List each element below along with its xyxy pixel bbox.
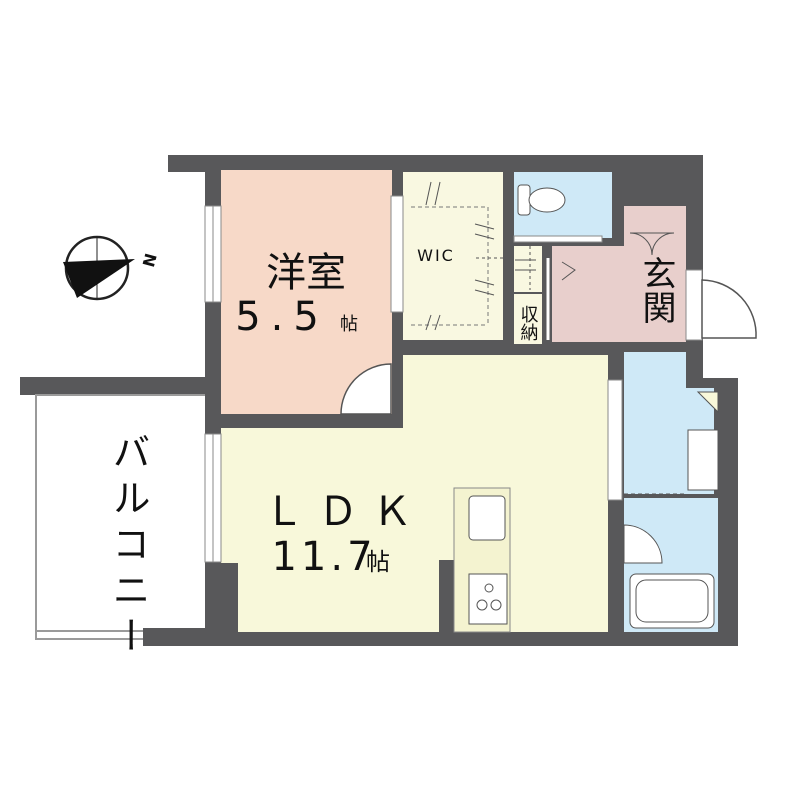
north-arrow-icon: N <box>63 235 161 301</box>
storage-label: 収納 <box>518 305 539 341</box>
storage-closet: 収納 <box>514 246 542 344</box>
bathroom-area <box>623 352 719 632</box>
ldk-unit: 帖 <box>366 548 390 576</box>
balcony <box>20 377 220 640</box>
compass-north-label: N <box>139 251 161 269</box>
ldk-name: ＬＤＫ <box>264 489 426 535</box>
ldk-room: ＬＤＫ 11.7 帖 <box>204 355 623 636</box>
western-room-name: 洋室 <box>266 250 346 296</box>
western-room: 洋室 5.5 帖 <box>204 170 392 415</box>
walk-in-closet: WIC <box>390 172 503 340</box>
entrance-hall: 玄関 <box>546 206 757 342</box>
entrance-label: 玄関 <box>636 256 676 324</box>
wic-label: WIC <box>417 246 455 265</box>
western-room-size: 5.5 <box>235 294 329 340</box>
western-room-unit: 帖 <box>340 314 358 335</box>
balcony-label: バルコニー <box>106 432 150 662</box>
ldk-size: 11.7 <box>271 534 376 580</box>
toilet-room <box>513 172 612 243</box>
